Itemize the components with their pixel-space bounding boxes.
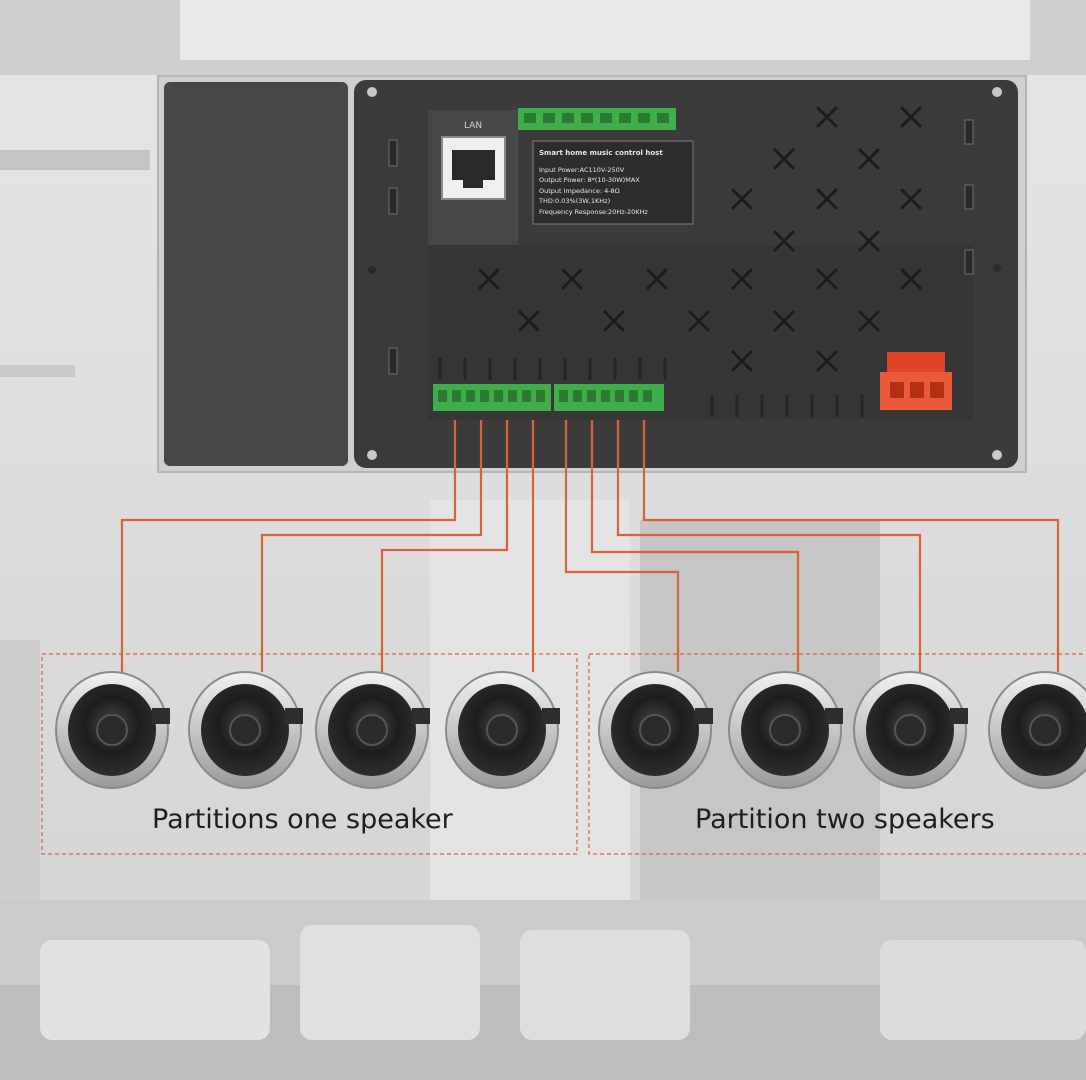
top-terminal-block — [518, 108, 676, 130]
speakers — [55, 671, 1086, 789]
wire-2 — [260, 420, 483, 672]
zone-one-label: Partitions one speaker — [152, 804, 453, 835]
speaker-8 — [988, 671, 1086, 789]
zone-two-frame — [588, 653, 1086, 855]
speaker-6 — [728, 671, 843, 789]
speaker-2 — [188, 671, 303, 789]
spec-thd: THD:0.03%(3W,1KHz) — [539, 197, 611, 205]
wire-7 — [616, 420, 922, 672]
speaker-5 — [598, 671, 713, 789]
wire-6 — [590, 420, 800, 672]
zone-one-frame — [41, 653, 578, 855]
lan-port: LAN — [441, 121, 506, 200]
speaker-wires — [120, 420, 1060, 672]
speaker-3 — [315, 671, 430, 789]
wire-3 — [380, 420, 509, 672]
control-host: LAN — [157, 75, 1027, 473]
speaker-4 — [445, 671, 560, 789]
spec-input-power: Input Power:AC110V-250V — [539, 165, 625, 174]
spec-output-impedance: Output Impedance: 4-8Ω — [539, 186, 620, 195]
speaker-1 — [55, 671, 170, 789]
spec-frequency-response: Frequency Response:20Hz-20KHz — [539, 207, 648, 216]
power-connector — [880, 352, 952, 410]
lan-port-label: LAN — [464, 121, 482, 131]
wire-1 — [120, 420, 457, 672]
speaker-7 — [853, 671, 968, 789]
speaker-terminal-block — [433, 384, 664, 411]
device-spec-label: Smart home music control host Input Powe… — [539, 148, 689, 217]
wire-5 — [564, 420, 680, 672]
wire-8 — [642, 420, 1060, 672]
spec-output-power: Output Power: 8*(10-30W)MAX — [539, 176, 640, 184]
zone-two-label: Partition two speakers — [695, 804, 995, 835]
vent-pattern — [478, 106, 922, 372]
device-label-title: Smart home music control host — [539, 149, 663, 157]
